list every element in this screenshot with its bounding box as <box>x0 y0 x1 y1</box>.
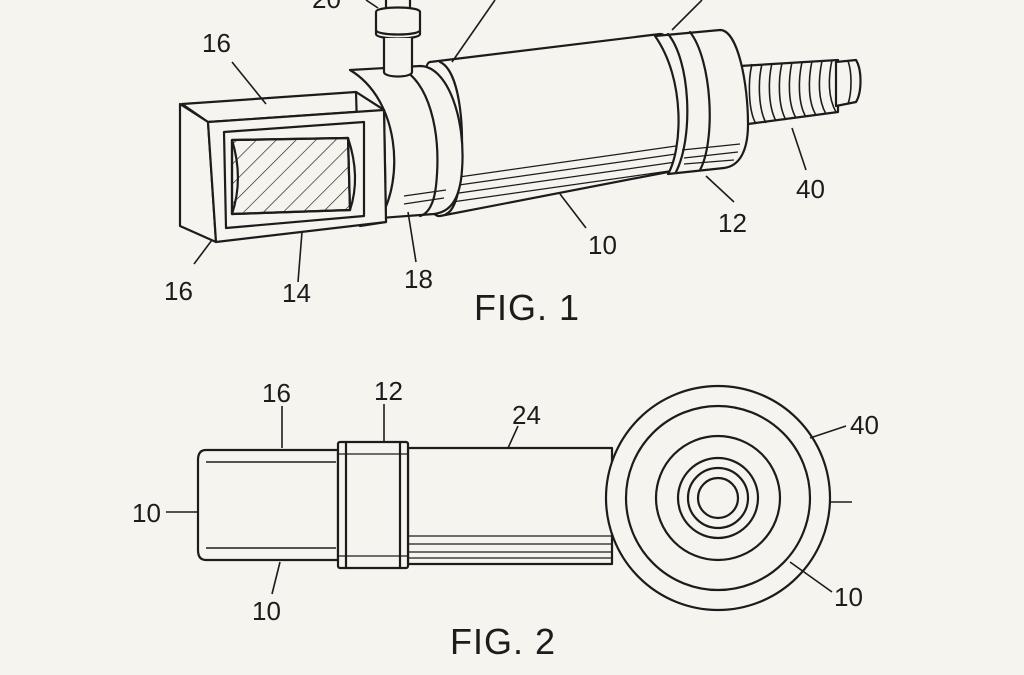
top-fitting <box>374 0 422 78</box>
ref-label-14: 14 <box>282 278 311 308</box>
ref-label-10: 10 <box>588 230 617 260</box>
fig2-leader-lines <box>166 404 847 595</box>
figure-2: 16 12 24 40 10 10 10 FIG. 2 <box>132 376 879 662</box>
ref-label-16: 16 <box>262 378 291 408</box>
ref-label-16-top: 16 <box>202 28 231 58</box>
collar-ring <box>653 28 750 176</box>
ref-label-18: 18 <box>404 264 433 294</box>
ref-label-24: 24 <box>512 400 541 430</box>
threaded-stud <box>738 58 862 126</box>
ref-label-10-right: 10 <box>834 582 863 612</box>
circular-end <box>604 384 852 612</box>
connector-tube <box>406 446 614 566</box>
left-tube <box>196 448 340 562</box>
ref-label-40: 40 <box>850 410 879 440</box>
ref-label-20: 20 <box>312 0 341 14</box>
ref-label-40: 40 <box>796 174 825 204</box>
front-ring <box>348 64 464 220</box>
figure-1-caption: FIG. 1 <box>474 287 580 328</box>
ref-label-12: 12 <box>374 376 403 406</box>
band <box>336 440 410 570</box>
ref-label-12: 12 <box>718 208 747 238</box>
hatched-window <box>230 136 357 216</box>
ref-label-10-left: 10 <box>132 498 161 528</box>
figure-2-caption: FIG. 2 <box>450 621 556 662</box>
ref-label-16-bottom: 16 <box>164 276 193 306</box>
ref-label-10-bottom: 10 <box>252 596 281 626</box>
figure-1: 20 16 16 14 18 10 12 40 FIG. 1 <box>164 0 862 328</box>
fig1-leader-lines <box>193 0 807 283</box>
